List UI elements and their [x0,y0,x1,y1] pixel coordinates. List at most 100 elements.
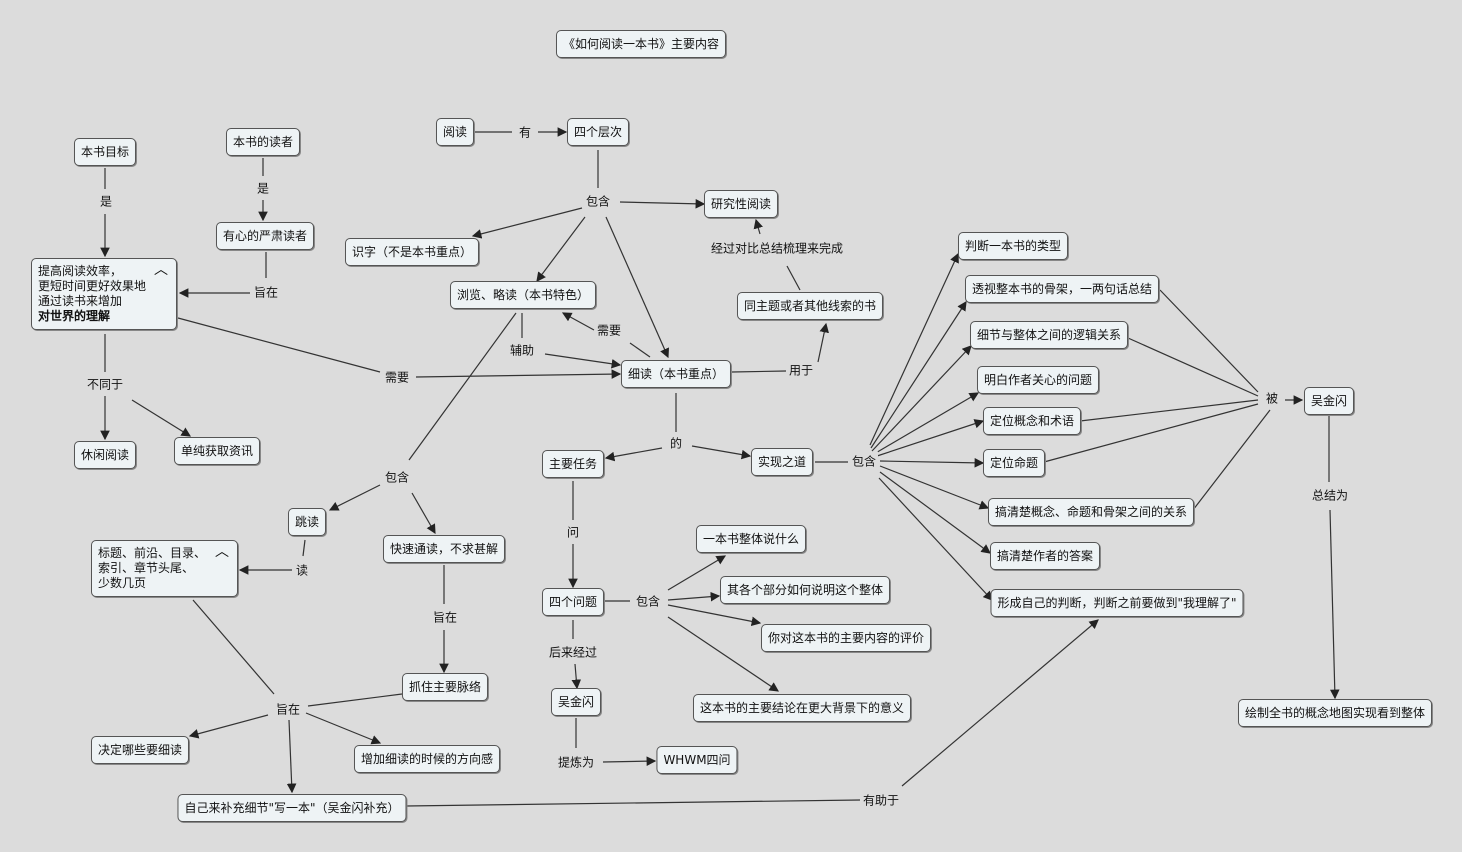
connection-line [302,539,306,557]
link-label: 不同于 [84,374,126,394]
headings-line: 索引、章节头尾、 [98,561,195,575]
node-method[interactable]: 实现之道 [750,448,814,476]
connection-line [871,345,972,452]
node-main-task[interactable]: 主要任务 [541,450,605,478]
connection-line [1192,409,1271,511]
connection-line [817,322,829,363]
link-label: 的 [667,433,685,453]
node-headings[interactable]: 标题、前沿、目录、 索引、章节头尾、 少数几页 ︿ [91,540,238,597]
node-goal[interactable]: 提高阅读效率， 更短时间更好效果地 通过读书来增加 对世界的理解 ︿ [31,258,177,330]
node-skim[interactable]: 浏览、略读（本书特色） [449,281,597,309]
node-wu-jinshan-2[interactable]: 吴金闪 [550,688,602,716]
node-readers[interactable]: 本书的读者 [225,128,301,156]
node-concept-map[interactable]: 绘制全书的概念地图实现看到整体 [1237,699,1433,727]
node-skeleton[interactable]: 透视整本书的骨架，一两句话总结 [964,275,1160,303]
link-label: 包含 [382,467,412,487]
connection-line [1159,289,1259,393]
link-label: 辅助 [507,340,537,360]
node-research[interactable]: 研究性阅读 [703,190,779,218]
node-q3[interactable]: 你对这本书的主要内容的评价 [760,624,932,652]
connection-line [571,663,582,690]
collapse-caret-icon[interactable]: ︿ [215,544,229,560]
node-four-levels[interactable]: 四个层次 [566,118,630,146]
connection-line [471,207,583,239]
node-same-topic[interactable]: 同主题或者其他线索的书 [736,292,884,320]
node-book-goal[interactable]: 本书目标 [73,138,137,166]
node-concepts[interactable]: 定位概念和术语 [982,407,1082,435]
link-label: 问 [564,522,582,542]
node-author-question[interactable]: 明白作者关心的问题 [976,366,1100,394]
node-jump[interactable]: 跳读 [287,508,327,536]
link-label: 用于 [786,360,816,380]
connection-line [786,265,801,291]
connection-line [415,369,622,379]
connection-line [667,555,727,591]
node-propositions[interactable]: 定位命题 [982,449,1046,477]
link-label: 是 [254,178,272,198]
goal-line: 更短时间更好效果地 [38,279,147,293]
link-label: 读 [293,560,311,580]
headings-line: 标题、前沿、目录、 [98,546,207,560]
connection-line [876,419,985,457]
node-main-thread[interactable]: 抓住主要脉络 [401,673,489,701]
node-serious-reader[interactable]: 有心的严肃读者 [215,222,315,250]
link-label: 包含 [849,451,879,471]
node-fast-read[interactable]: 快速通读，不求甚解 [382,535,506,563]
map-title[interactable]: 《如何阅读一本书》主要内容 [555,30,727,58]
connection-line [731,370,787,373]
connection-line [605,216,669,359]
headings-line: 少数几页 [98,576,147,590]
node-wu-jinshan[interactable]: 吴金闪 [1303,387,1355,415]
link-label: 提炼为 [555,752,597,772]
connection-line [1043,403,1259,463]
link-label: 包含 [633,591,663,611]
node-q4[interactable]: 这本书的主要结论在更大背景下的意义 [692,694,912,722]
connection-line [536,216,586,282]
node-close-read[interactable]: 细读（本书重点） [620,360,732,388]
connection-line [667,604,762,627]
connection-line [1127,337,1259,397]
link-label: 总结为 [1309,485,1351,505]
link-label: 后来经过 [546,642,600,662]
link-label: 被 [1263,388,1281,408]
connection-line [305,712,382,745]
node-leisure[interactable]: 休闲阅读 [73,441,137,469]
connection-line [878,477,993,601]
node-q2[interactable]: 其各个部分如何说明这个整体 [719,576,891,604]
connection-line [307,693,403,707]
node-four-questions[interactable]: 四个问题 [541,588,605,616]
connection-line [1329,509,1340,700]
connection-line [753,218,763,235]
link-label: 经过对比总结梳理来完成 [708,238,846,258]
node-info[interactable]: 单纯获取资讯 [173,437,261,465]
connection-line [879,465,990,510]
node-write-one[interactable]: 自己来补充细节"写一本"（吴金闪补充） [177,794,407,822]
link-label: 旨在 [251,282,281,302]
node-whwm[interactable]: WHWM四问 [656,746,738,774]
node-reading[interactable]: 阅读 [435,118,475,146]
node-logic[interactable]: 细节与整体之间的逻辑关系 [969,321,1129,349]
node-literacy[interactable]: 识字（不是本书重点） [344,238,480,266]
connection-line [870,300,967,449]
node-relations[interactable]: 搞清楚概念、命题和骨架之间的关系 [987,498,1195,526]
goal-line-bold: 对世界的理解 [38,309,111,323]
link-label: 旨在 [273,699,303,719]
connection-line [619,199,706,209]
connection-line [411,492,436,535]
node-direction[interactable]: 增加细读的时候的方向感 [353,745,501,773]
node-judge-type[interactable]: 判断一本书的类型 [957,232,1069,260]
node-q1[interactable]: 一本书整体说什么 [695,525,807,553]
connection-line [667,591,721,602]
connection-line [879,458,985,468]
node-answers[interactable]: 搞清楚作者的答案 [989,542,1101,570]
connection-line [188,714,269,739]
connection-line [544,353,622,369]
goal-line: 通过读书来增加 [38,294,123,308]
node-decide[interactable]: 决定哪些要细读 [90,736,190,764]
connection-line [691,445,752,460]
node-own-judgment[interactable]: 形成自己的判断，判断之前要做到"我理解了" [990,589,1244,617]
connection-line [667,616,779,692]
collapse-caret-icon[interactable]: ︿ [154,262,168,278]
connection-line [131,399,192,437]
